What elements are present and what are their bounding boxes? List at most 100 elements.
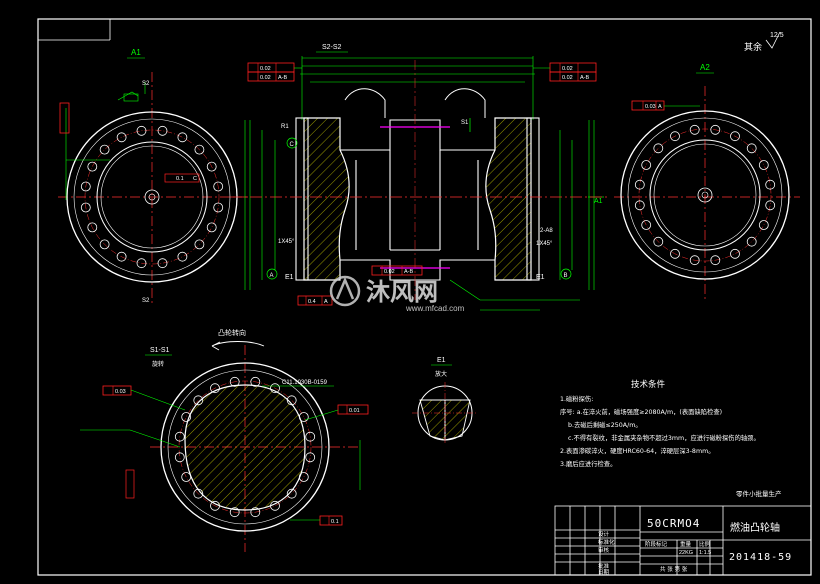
label-check: 审核 — [598, 546, 610, 554]
detail-scale: 放大 — [435, 370, 447, 378]
bolt-hole — [270, 383, 280, 394]
bolt-hole — [641, 160, 652, 170]
tolerance-bottom-mid: 0.02 A-B — [371, 265, 423, 276]
part-code: 50CRMO4 — [647, 517, 700, 530]
bolt-hole — [210, 383, 220, 394]
watermark: 沐风网 www.mfcad.com — [329, 275, 465, 313]
bolt-hole — [181, 472, 192, 482]
left-view-label: A1 — [131, 48, 141, 57]
header-mark: 阶段标记 — [645, 540, 668, 548]
tol-top-left-datum: A-B — [278, 75, 288, 81]
drawing-frame — [37, 18, 812, 576]
detail-label: E1 — [437, 357, 446, 364]
tech-line-1: 1.磁粉探伤: — [560, 394, 593, 403]
bolt-hole — [206, 161, 217, 172]
datum-c-text: C — [290, 142, 295, 148]
mark-e1-right: E1 — [536, 274, 545, 281]
bolt-hole — [305, 431, 316, 442]
bolt-hole — [194, 144, 205, 155]
bolt-hole — [730, 131, 740, 142]
roughness-note-prefix: 其余 — [744, 41, 762, 53]
bolt-hole — [80, 202, 91, 213]
watermark-brand: 沐风网 — [366, 278, 438, 306]
label-approve: 批准 — [598, 562, 610, 570]
bolt-hole — [641, 220, 652, 230]
tolerance-top-right: 0.02 0.02 A-B — [533, 62, 597, 82]
main-section-view: S2-S2 — [230, 44, 610, 311]
left-bolt-holes — [80, 125, 224, 269]
drawing-number: 201418-59 — [729, 552, 792, 563]
watermark-logo-icon — [329, 275, 361, 307]
bolt-hole — [670, 131, 680, 142]
tech-line-6: 3.磨后应进行检查。 — [560, 459, 616, 468]
bolt-hole — [653, 236, 664, 247]
part-name: 燃油凸轮轴 — [730, 521, 780, 534]
bolt-hole — [250, 507, 261, 518]
bolt-hole — [298, 472, 309, 482]
tech-line-2: 序号: a.在淬火前，磁场强度≥2080A/m，(表面缺陷检查) — [560, 407, 722, 416]
bolt-hole — [116, 251, 127, 262]
bolt-hole — [286, 488, 297, 499]
bolt-hole — [758, 220, 769, 230]
scale-value: 1:1.5 — [699, 550, 711, 556]
bolt-hole — [136, 125, 147, 136]
bolt-hole — [206, 222, 217, 233]
datum-marker-a: A — [266, 268, 278, 280]
right-view-frame-value: 0.03 — [645, 104, 656, 110]
chamfer-3: 2-A8 — [540, 228, 553, 234]
bolt-hole — [210, 500, 220, 511]
tol-bottom-left-value: 0.4 — [308, 299, 316, 305]
datum-b-text: B — [564, 273, 568, 279]
section-marker-s1: S1 — [461, 120, 469, 126]
bolt-hole — [99, 144, 110, 155]
bolt-hole — [229, 376, 240, 387]
label-std: 标准化 — [598, 538, 615, 546]
tol-top-right-2: 0.02 — [562, 75, 573, 81]
chamfer-2: 1X45° — [536, 241, 553, 247]
bottom-section-sub: 旋转 — [152, 360, 164, 368]
tol-top-right-1: 0.02 — [562, 66, 573, 72]
section-label: S2-S2 — [322, 44, 342, 51]
bolt-hole — [710, 255, 721, 266]
bottom-frame-3-value: 0.1 — [331, 519, 339, 525]
left-s2-bottom: S2 — [142, 298, 150, 304]
bolt-hole — [689, 124, 700, 135]
bolt-hole — [229, 507, 240, 518]
header-scale: 比例 — [699, 540, 711, 548]
right-circular-view: A2 0.03 A A1 — [588, 63, 800, 300]
bolt-hole — [305, 452, 316, 463]
bolt-hole — [174, 452, 185, 463]
tol-top-left-2: 0.02 — [260, 75, 271, 81]
bolt-hole — [653, 143, 664, 154]
bolt-hole — [157, 125, 168, 136]
bottom-frame-2-value: 0.01 — [349, 408, 360, 414]
bolt-hole — [670, 248, 680, 259]
mark-e1-left: E1 — [285, 274, 294, 281]
bolt-hole — [746, 236, 757, 247]
bolt-hole — [689, 255, 700, 266]
tol-top-right-datum: A-B — [580, 75, 590, 81]
bottom-cam-view: S1-S1 旋转 凸轮转向 0.03 0.01 0.1 C11.1030B-01… — [80, 328, 369, 552]
right-arrow-label: A1 — [594, 198, 603, 205]
bolt-hole — [99, 239, 110, 250]
weight-value: 22KG — [679, 550, 693, 556]
bottom-bolt-holes — [174, 376, 316, 518]
bolt-hole — [634, 200, 645, 211]
bolt-hole — [194, 239, 205, 250]
rotation-label: 凸轮转向 — [218, 328, 246, 337]
datum-marker-c: C — [286, 137, 298, 149]
tol-top-left-1: 0.02 — [260, 66, 271, 72]
bolt-hole — [80, 181, 91, 192]
roughness-note: 其余 12.5 — [744, 31, 784, 53]
tol-bottom-left-datum: A — [324, 299, 328, 305]
bolt-hole — [250, 376, 261, 387]
tol-bottom-mid-value: 0.02 — [384, 269, 395, 275]
tolerance-top-left: 0.02 0.02 A-B — [247, 62, 302, 82]
right-bolt-holes — [634, 124, 776, 266]
sheet-info: 共 张 第 张 — [660, 565, 688, 573]
tech-line-5: 2.表面渗碳淬火，硬度HRC60-64，淬硬层深3-8mm。 — [560, 446, 715, 455]
right-view-label: A2 — [700, 63, 710, 72]
bolt-hole — [177, 251, 188, 262]
bolt-hole — [87, 161, 98, 172]
roughness-value: 12.5 — [770, 32, 784, 39]
